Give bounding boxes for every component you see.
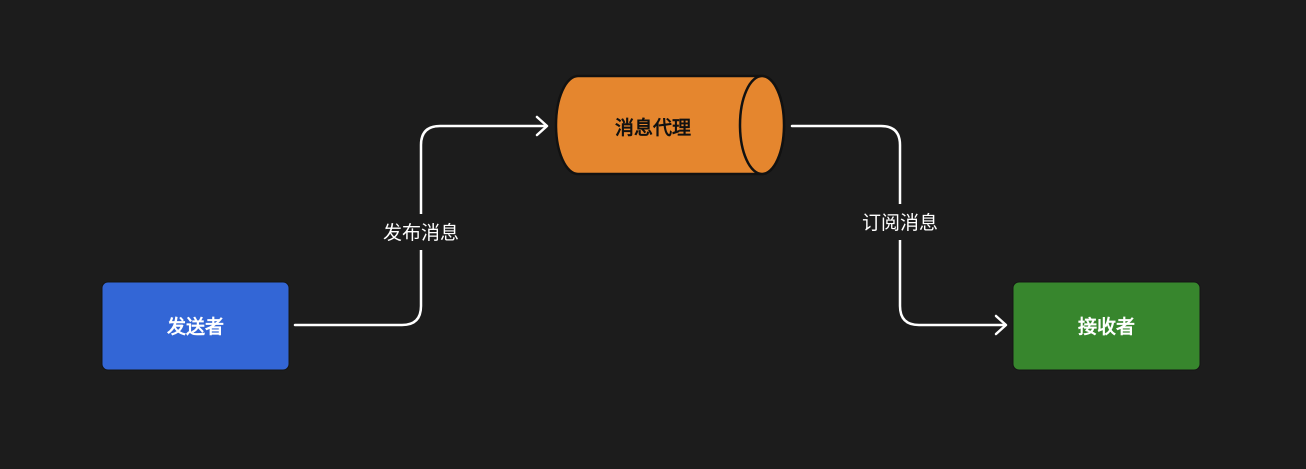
edge-subscribe-arrowhead — [994, 314, 1008, 336]
edge-subscribe-label: 订阅消息 — [862, 212, 938, 234]
node-broker-cap — [738, 74, 786, 176]
edge-publish: 发布消息 — [293, 115, 549, 327]
edge-publish-label: 发布消息 — [383, 222, 459, 244]
edge-subscribe: 订阅消息 — [790, 124, 1008, 336]
edge-publish-arrowhead — [535, 115, 549, 137]
node-broker: 消息代理 — [554, 74, 786, 176]
node-receiver-box — [1012, 281, 1201, 371]
edge-publish-label-bg — [372, 214, 470, 250]
node-sender-label: 发送者 — [166, 315, 224, 338]
edge-subscribe-label-bg — [851, 204, 949, 240]
node-receiver-label: 接收者 — [1078, 315, 1135, 338]
node-receiver: 接收者 — [1012, 281, 1201, 371]
node-sender: 发送者 — [101, 281, 290, 371]
node-sender-box — [101, 281, 290, 371]
node-broker-label: 消息代理 — [615, 116, 691, 139]
